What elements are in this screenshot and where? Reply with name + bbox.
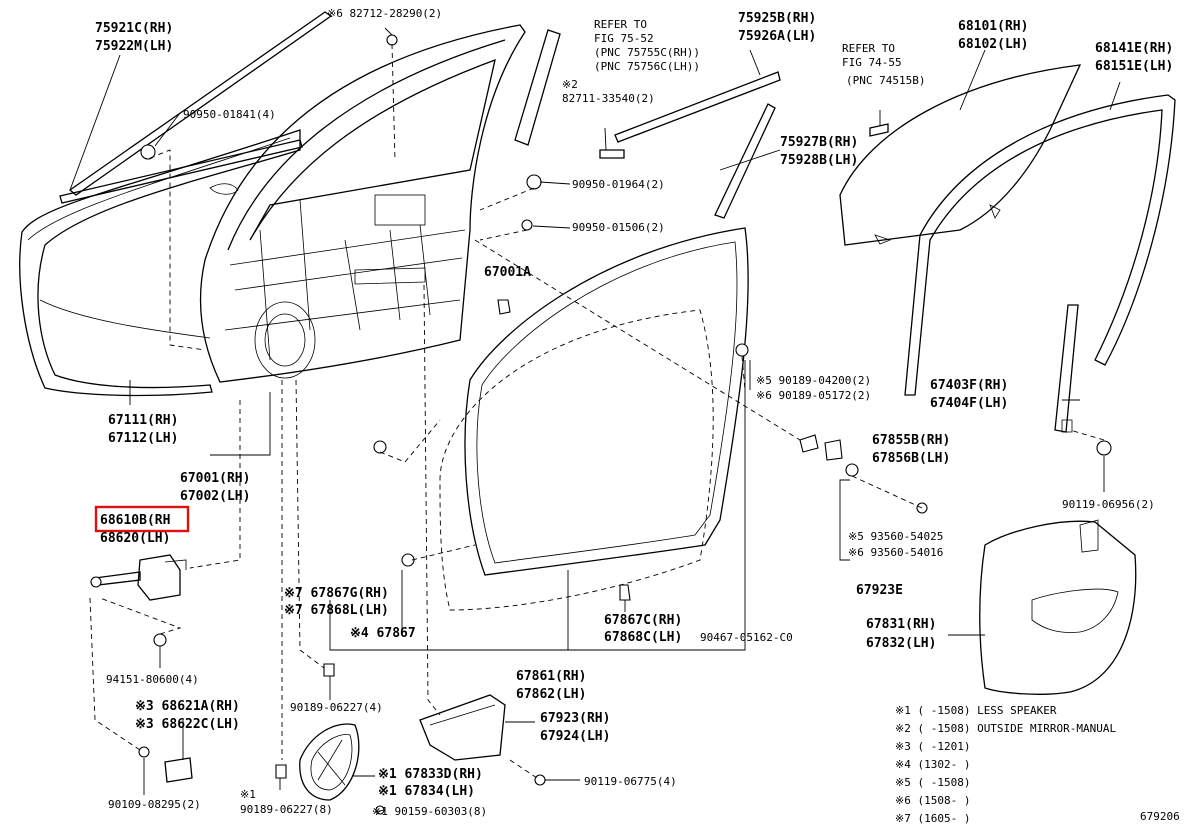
label-67001: 67001(RH): [180, 471, 250, 486]
notes-legend: ※1 ( -1508) LESS SPEAKER ※2 ( -1508) OUT…: [895, 704, 1117, 825]
run-channel: [514, 29, 889, 219]
label-68141e: 68141E(RH): [1095, 41, 1173, 56]
label-67403f: 67403F(RH): [930, 378, 1008, 393]
label-90950-01506: 90950-01506(2): [572, 221, 665, 234]
note-2: ※2 ( -1508) OUTSIDE MIRROR-MANUAL: [895, 722, 1117, 735]
label-67867g: ※7 67867G(RH): [284, 586, 389, 601]
label-67001a: 67001A: [484, 265, 531, 280]
note-7: ※7 (1605- ): [895, 812, 970, 825]
label-93560-54025: ※5 93560-54025: [848, 530, 943, 543]
label-67856b: 67856B(LH): [872, 451, 950, 466]
label-82711-note: ※2: [562, 78, 578, 91]
label-68621a: ※3 68621A(RH): [135, 699, 240, 714]
door-check: [90, 554, 187, 601]
label-67834: ※1 67834(LH): [378, 784, 475, 799]
armrest-base: [419, 694, 506, 761]
label-68622c: ※3 68622C(LH): [135, 717, 240, 732]
refer-2-line3: (PNC 74515B): [846, 74, 925, 87]
label-67833d: ※1 67833D(RH): [378, 767, 483, 782]
dashed-leaders: [89, 43, 1105, 781]
label-75921c: 75921C(RH): [95, 21, 173, 36]
label-68620: 68620(LH): [100, 531, 170, 546]
label-67923e: 67923E: [856, 583, 903, 598]
note-4: ※4 (1302- ): [895, 758, 970, 771]
label-93560-54016: ※6 93560-54016: [848, 546, 943, 559]
glass-run: [904, 94, 1176, 396]
label-90950-01841: 90950-01841(4): [183, 108, 276, 121]
label-67855b: 67855B(RH): [872, 433, 950, 448]
figure-number: 679206: [1140, 810, 1180, 823]
hinge-part: [164, 757, 193, 783]
frame-moulding: [68, 11, 333, 196]
label-75926a: 75926A(LH): [738, 29, 816, 44]
label-90189-04200: ※5 90189-04200(2): [756, 374, 871, 387]
label-67867: ※4 67867: [350, 626, 416, 641]
opening-trim-outline: [439, 309, 714, 611]
label-67867c: 67867C(RH): [604, 613, 682, 628]
label-67862: 67862(LH): [516, 687, 586, 702]
label-67112: 67112(LH): [108, 431, 178, 446]
refer-1-line4: (PNC 75756C(LH)): [594, 60, 700, 73]
label-75922m: 75922M(LH): [95, 39, 173, 54]
leader-lines: [69, 27, 1121, 813]
label-90467-05162: 90467-05162-C0: [700, 631, 793, 644]
speaker: [299, 723, 360, 801]
label-67861: 67861(RH): [516, 669, 586, 684]
label-67111: 67111(RH): [108, 413, 178, 428]
note-3: ※3 ( -1201): [895, 740, 970, 753]
label-67924: 67924(LH): [540, 729, 610, 744]
label-75927b: 75927B(RH): [780, 135, 858, 150]
fasteners: [138, 34, 1112, 815]
label-68151e: 68151E(LH): [1095, 59, 1173, 74]
label-67002: 67002(LH): [180, 489, 250, 504]
label-67868c: 67868C(LH): [604, 630, 682, 645]
label-90189-06227-note: ※1: [240, 788, 256, 801]
label-67868l: ※7 67868L(LH): [284, 603, 389, 618]
label-82711: 82711-33540(2): [562, 92, 655, 105]
outer-door-panel: [19, 129, 301, 397]
inner-door-frame: [199, 24, 526, 383]
label-90950-01964: 90950-01964(2): [572, 178, 665, 191]
door-weatherstrip: [464, 227, 749, 576]
note-1: ※1 ( -1508) LESS SPEAKER: [895, 704, 1057, 717]
part-labels: 75921C(RH) 75922M(LH) ※6 82712-28290(2) …: [95, 7, 1180, 823]
label-67923: 67923(RH): [540, 711, 610, 726]
label-90119-06775: 90119-06775(4): [584, 775, 677, 788]
note-6: ※6 (1508- ): [895, 794, 970, 807]
note-5: ※5 ( -1508): [895, 776, 970, 789]
label-68101: 68101(RH): [958, 19, 1028, 34]
label-67404f: 67404F(LH): [930, 396, 1008, 411]
label-90159-60303: ※1 90159-60303(8): [372, 805, 487, 818]
label-82712: ※6 82712-28290(2): [327, 7, 442, 20]
label-94151-80600: 94151-80600(4): [106, 673, 199, 686]
label-68610b: 68610B(RH: [100, 513, 170, 528]
label-90119-06956: 90119-06956(2): [1062, 498, 1155, 511]
label-68102: 68102(LH): [958, 37, 1028, 52]
label-75928b: 75928B(LH): [780, 153, 858, 168]
label-67831: 67831(RH): [866, 617, 936, 632]
door-glass: [839, 64, 1082, 246]
refer-1-line3: (PNC 75755C(RH)): [594, 46, 700, 59]
label-90189-06227-8: 90189-06227(8): [240, 803, 333, 816]
label-90189-05172: ※6 90189-05172(2): [756, 389, 871, 402]
rear-lower-channel: [1054, 304, 1079, 433]
highlight-box: [94, 505, 190, 533]
door-trim-panel: [979, 519, 1137, 695]
refer-2-line2: FIG 74-55: [842, 56, 902, 69]
label-90109-08295: 90109-08295(2): [108, 798, 201, 811]
label-90189-06227-4: 90189-06227(4): [290, 701, 383, 714]
refer-1-line1: REFER TO: [594, 18, 647, 31]
label-75925b: 75925B(RH): [738, 11, 816, 26]
refer-1-line2: FIG 75-52: [594, 32, 654, 45]
label-67832: 67832(LH): [866, 636, 936, 651]
refer-2-line1: REFER TO: [842, 42, 895, 55]
